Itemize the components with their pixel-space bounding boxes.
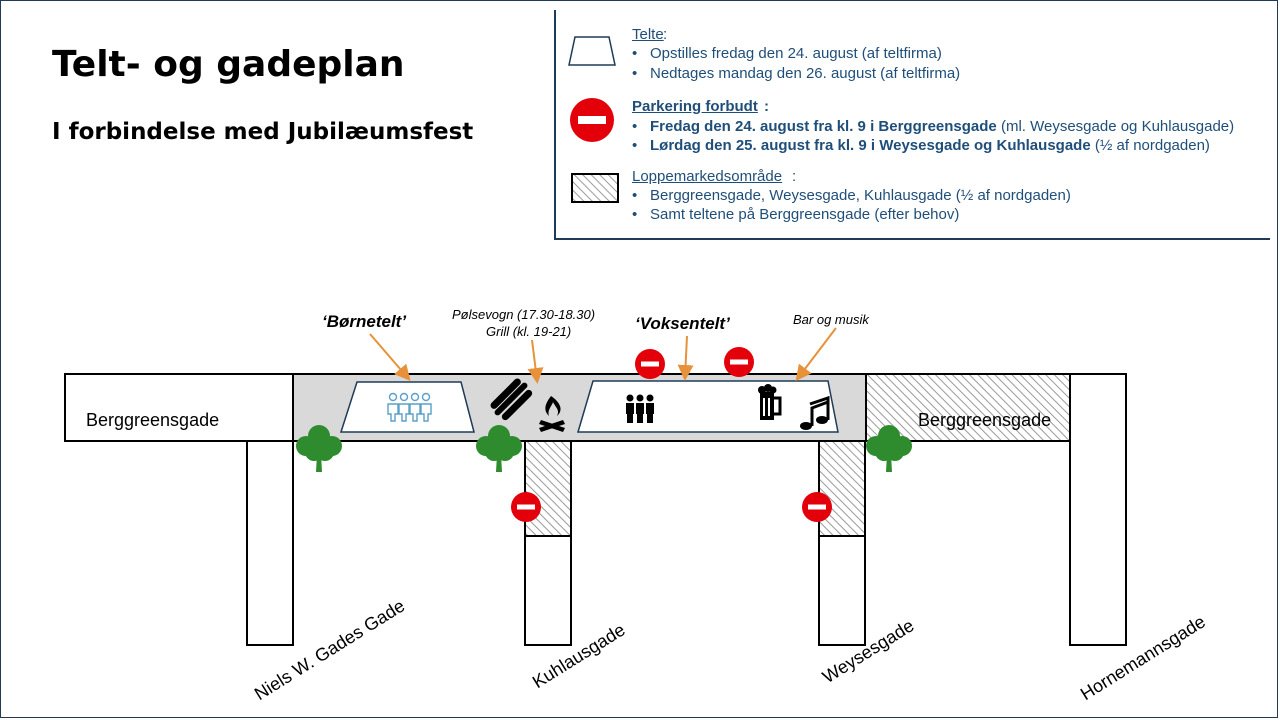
- people-icon: [387, 392, 432, 422]
- legend-no-parking-item: •Fredag den 24. august fra kl. 9 i Bergg…: [632, 118, 1235, 135]
- legend-flea-item: •Samt teltene på Berggreensgade (efter b…: [632, 206, 960, 223]
- legend-no-parking-colon: :: [764, 98, 769, 115]
- road-side-streets: [246, 373, 1127, 646]
- legend-box: [554, 10, 1270, 240]
- hatch-icon: [571, 173, 619, 203]
- tent-icon: [568, 36, 616, 66]
- no-parking-icon: [724, 347, 754, 377]
- annotation-bar-music: Bar og musik: [793, 312, 869, 327]
- legend-tents-heading: Telte: [632, 26, 664, 43]
- adults-tent: [576, 380, 839, 433]
- adults-people-icon: [626, 394, 654, 423]
- annotation-arrows: [369, 327, 837, 384]
- legend-no-parking-heading: Parkering forbudt: [632, 98, 758, 115]
- music-note-icon: [800, 395, 830, 430]
- legend-flea-item: •Berggreensgade, Weysesgade, Kuhlausgade…: [632, 187, 1071, 204]
- legend-tents-item: •Nedtages mandag den 26. august (af telt…: [632, 65, 961, 82]
- tent-label-adults: ‘Voksentelt’: [635, 314, 730, 333]
- campfire-icon: [539, 396, 565, 432]
- page-title: Telt- og gadeplan: [52, 44, 405, 85]
- tent-label-kids: ‘Børnetelt’: [322, 312, 407, 331]
- annotation-grill: Grill (kl. 19-21): [486, 324, 572, 339]
- no-parking-icon: [511, 492, 541, 522]
- no-parking-icon: [635, 349, 665, 379]
- legend-tents-colon: :: [663, 26, 668, 43]
- sausage-icon: [490, 378, 533, 421]
- legend-flea-colon: :: [792, 168, 797, 185]
- page-subtitle: I forbindelse med Jubilæumsfest: [52, 119, 474, 145]
- kids-tent: [339, 381, 475, 433]
- street-label-berggreensgade-right: Berggreensgade: [918, 410, 1052, 430]
- legend-tents-item: •Opstilles fredag den 24. august (af tel…: [632, 45, 942, 62]
- street-label-berggreensgade-left: Berggreensgade: [86, 410, 220, 430]
- legend-flea-heading: Loppemarkedsområde: [632, 168, 783, 185]
- no-parking-icon: [570, 98, 614, 142]
- legend-no-parking-item: •Lørdag den 25. august fra kl. 9 i Weyse…: [632, 137, 1210, 154]
- no-parking-icon: [802, 492, 832, 522]
- annotation-sausage-wagon: Pølsevogn (17.30-18.30): [452, 307, 596, 322]
- beer-icon: [758, 384, 782, 420]
